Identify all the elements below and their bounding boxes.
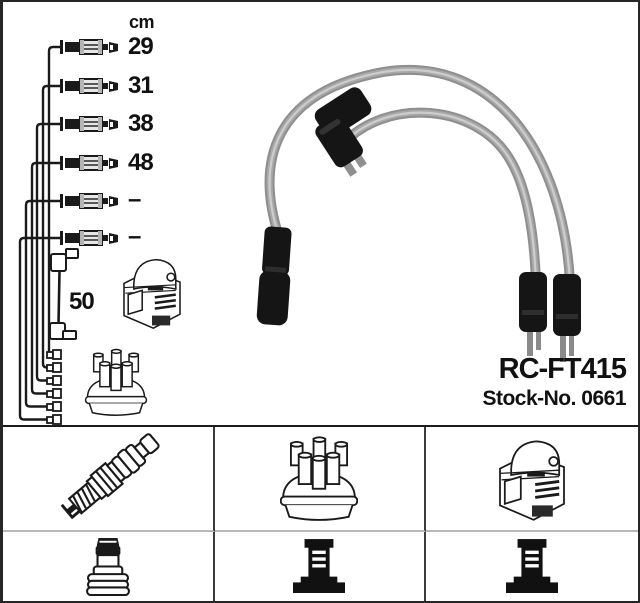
straight-boot-right-2: [553, 274, 581, 362]
cable-length-value: 38: [128, 110, 154, 137]
grid-cell-coil-boot: [426, 532, 638, 601]
part-number: RC-FT415: [498, 353, 627, 385]
cables: [264, 64, 575, 287]
cable-length-value: –: [128, 223, 141, 250]
cable-connector-drawings: [59, 39, 119, 246]
coil-wire-length-value: 50: [69, 288, 95, 315]
angled-boot: [314, 87, 372, 177]
straight-boot-left: [256, 226, 292, 326]
distributor-cap-drawing: [84, 348, 148, 416]
application-grid: [3, 425, 638, 601]
coil-terminal-boot-icon: [506, 538, 559, 593]
ignition-coil-icon: [498, 439, 566, 521]
grid-cell-spark-plug: [3, 427, 215, 532]
product-photo: [256, 64, 581, 362]
cable-length-value: 29: [128, 33, 154, 60]
distributor-cap-icon: [280, 435, 359, 521]
cable-leads: [18, 45, 60, 421]
grid-cell-distributor-cap: [214, 427, 427, 532]
straight-boot-right-1: [519, 272, 547, 356]
coil-wire-drawing: [49, 248, 79, 340]
grid-cell-distributor-boot: [214, 532, 427, 601]
ignition-coil-drawing: [122, 258, 182, 330]
grid-cell-plug-boot: [3, 532, 215, 601]
cable-length-value: –: [128, 186, 141, 213]
distributor-terminal-boot-icon: [293, 538, 346, 593]
wiring-schematic: [18, 39, 182, 425]
cable-length-value: 48: [128, 149, 154, 176]
spark-plug-icon: [58, 429, 161, 524]
unit-header: cm: [129, 12, 155, 32]
grid-cell-ignition-coil: [426, 427, 638, 532]
spark-plug-boot-icon: [85, 537, 130, 596]
distributor-terminal-column: [46, 349, 62, 425]
part-identification: RC-FT415 Stock-No. 0661: [482, 353, 627, 411]
cable-length-value: 31: [128, 72, 154, 99]
stock-number: Stock-No. 0661: [482, 387, 626, 410]
